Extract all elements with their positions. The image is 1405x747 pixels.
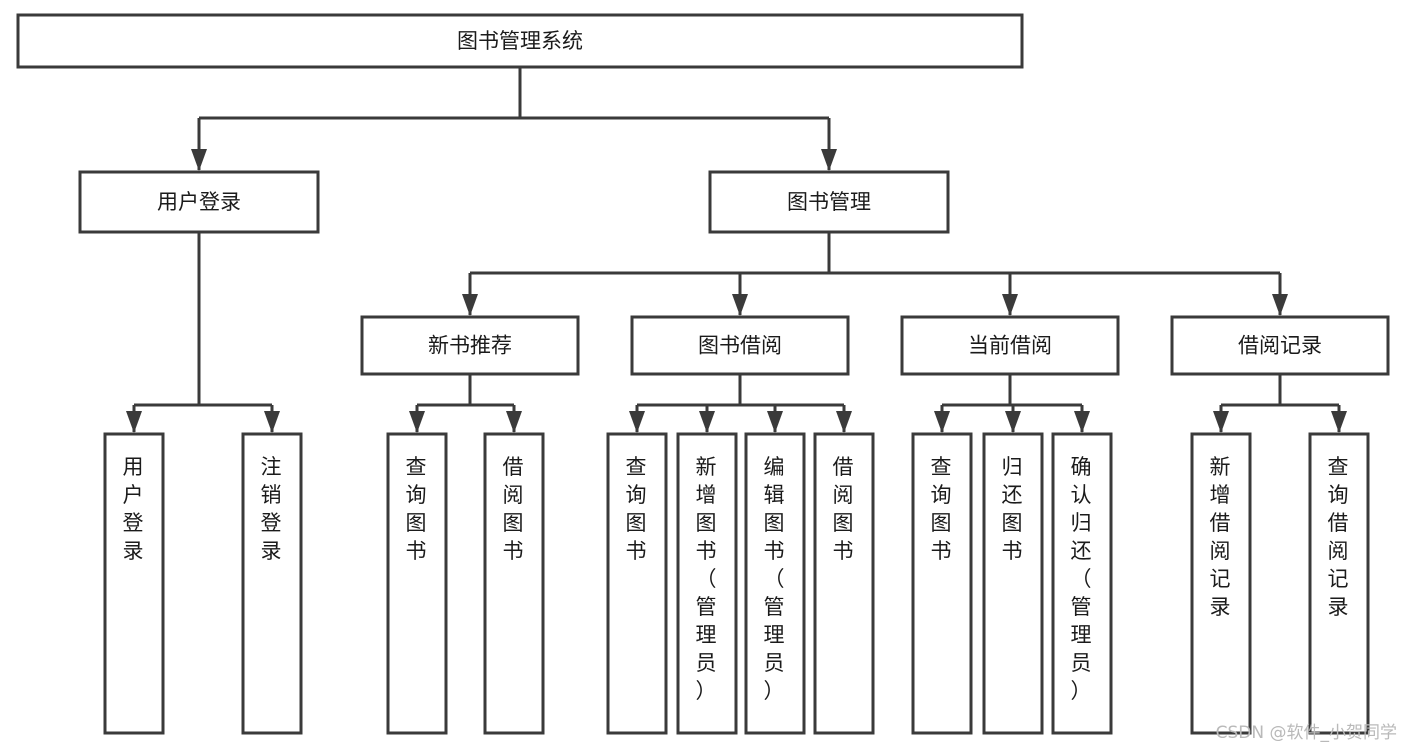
node-box-new-book-recommend (360, 315, 580, 376)
watermark-text: CSDN @软件_小贺同学 (1215, 723, 1397, 743)
node-leaf-query-book-2[interactable]: 查询图书 (606, 432, 668, 735)
node-box-book-manage (708, 170, 950, 234)
node-box-current-borrow (900, 315, 1120, 376)
node-label-leaf-query-book-3: 查询图书 (931, 455, 954, 563)
node-box-root (16, 13, 1024, 69)
node-box-leaf-query-book-1 (386, 432, 448, 735)
node-borrow-record[interactable]: 借阅记录 (1170, 315, 1390, 376)
node-box-book-borrow (630, 315, 850, 376)
arrow-head-icon (1005, 411, 1021, 433)
node-current-borrow[interactable]: 当前借阅 (900, 315, 1120, 376)
arrow-head-icon (409, 411, 425, 433)
arrow-head-icon (836, 411, 852, 433)
node-leaf-borrow-book-1[interactable]: 借阅图书 (483, 432, 545, 735)
node-new-book-recommend[interactable]: 新书推荐 (360, 315, 580, 376)
node-label-leaf-query-record: 查询借阅记录 (1328, 455, 1351, 619)
node-box-leaf-add-record (1190, 432, 1252, 735)
node-box-leaf-query-book-3 (911, 432, 973, 735)
node-box-leaf-confirm-return (1051, 432, 1113, 735)
node-box-leaf-edit-book (744, 432, 806, 735)
node-leaf-logout[interactable]: 注销登录 (241, 432, 303, 735)
arrow-head-icon (1002, 294, 1018, 316)
arrow-head-icon (264, 411, 280, 433)
node-root[interactable]: 图书管理系统 (16, 13, 1024, 69)
node-user-login[interactable]: 用户登录 (78, 170, 320, 234)
node-box-leaf-query-book-2 (606, 432, 668, 735)
node-label-current-borrow: 当前借阅 (968, 334, 1052, 358)
node-leaf-query-record[interactable]: 查询借阅记录 (1308, 432, 1370, 735)
node-leaf-query-book-3[interactable]: 查询图书 (911, 432, 973, 735)
node-book-manage[interactable]: 图书管理 (708, 170, 950, 234)
node-label-leaf-confirm-return: 确认归还（管理员） (1071, 455, 1094, 703)
node-box-leaf-return-book (982, 432, 1044, 735)
node-box-leaf-add-book (676, 432, 738, 735)
node-box-leaf-query-record (1308, 432, 1370, 735)
arrow-head-icon (767, 411, 783, 433)
node-label-leaf-user-login: 用户登录 (123, 455, 146, 563)
node-leaf-edit-book[interactable]: 编辑图书（管理员） (744, 432, 806, 735)
arrow-head-icon (191, 149, 207, 171)
node-leaf-user-login[interactable]: 用户登录 (103, 432, 165, 735)
arrow-head-icon (126, 411, 142, 433)
node-label-leaf-return-book: 归还图书 (1002, 455, 1025, 563)
node-label-book-borrow: 图书借阅 (698, 334, 782, 358)
node-label-leaf-edit-book: 编辑图书（管理员） (764, 455, 787, 703)
node-box-user-login (78, 170, 320, 234)
node-box-leaf-user-login (103, 432, 165, 735)
node-leaf-add-record[interactable]: 新增借阅记录 (1190, 432, 1252, 735)
node-leaf-confirm-return[interactable]: 确认归还（管理员） (1051, 432, 1113, 735)
arrow-head-icon (1074, 411, 1090, 433)
arrow-head-icon (821, 149, 837, 171)
node-label-leaf-query-book-1: 查询图书 (406, 455, 429, 563)
node-box-borrow-record (1170, 315, 1390, 376)
node-label-book-manage: 图书管理 (787, 190, 871, 214)
node-label-borrow-record: 借阅记录 (1238, 334, 1322, 358)
node-layer: 图书管理系统用户登录图书管理新书推荐图书借阅当前借阅借阅记录用户登录注销登录查询… (16, 13, 1390, 735)
arrow-head-icon (1272, 294, 1288, 316)
node-box-leaf-logout (241, 432, 303, 735)
arrow-head-icon (462, 294, 478, 316)
arrow-head-icon (1331, 411, 1347, 433)
arrow-head-icon (699, 411, 715, 433)
arrow-head-icon (1213, 411, 1229, 433)
node-box-leaf-borrow-book-1 (483, 432, 545, 735)
node-label-leaf-borrow-book-1: 借阅图书 (503, 455, 526, 563)
node-label-user-login: 用户登录 (157, 190, 241, 214)
node-label-leaf-add-record: 新增借阅记录 (1210, 455, 1233, 619)
node-label-leaf-add-book: 新增图书（管理员） (696, 455, 719, 703)
arrow-head-icon (506, 411, 522, 433)
node-leaf-query-book-1[interactable]: 查询图书 (386, 432, 448, 735)
node-label-new-book-recommend: 新书推荐 (428, 334, 512, 358)
node-label-leaf-logout: 注销登录 (261, 455, 284, 563)
node-label-leaf-borrow-book-2: 借阅图书 (833, 455, 856, 563)
node-leaf-return-book[interactable]: 归还图书 (982, 432, 1044, 735)
arrow-head-icon (732, 294, 748, 316)
arrow-head-icon (629, 411, 645, 433)
node-label-root: 图书管理系统 (457, 29, 583, 53)
connector-layer (126, 67, 1347, 433)
node-book-borrow[interactable]: 图书借阅 (630, 315, 850, 376)
node-label-leaf-query-book-2: 查询图书 (626, 455, 649, 563)
node-leaf-borrow-book-2[interactable]: 借阅图书 (813, 432, 875, 735)
arrow-head-icon (934, 411, 950, 433)
node-box-leaf-borrow-book-2 (813, 432, 875, 735)
node-leaf-add-book[interactable]: 新增图书（管理员） (676, 432, 738, 735)
